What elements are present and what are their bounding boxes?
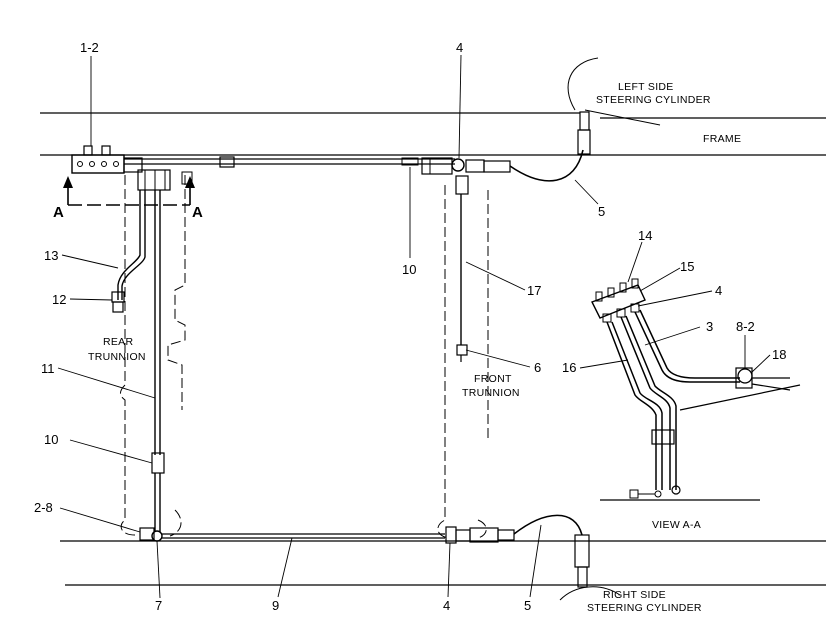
callout-16: 16 <box>562 360 576 375</box>
caption-front-trunnion-1: FRONT <box>474 373 512 385</box>
section-label-a-right: A <box>192 204 203 221</box>
callout-12: 12 <box>52 292 66 307</box>
frame-rails <box>40 57 826 601</box>
callout-1-2: 1-2 <box>80 40 99 55</box>
view-a-a-detail <box>591 278 801 501</box>
up-arrow-icon <box>63 176 73 188</box>
section-marker-a-a: A A <box>53 176 203 221</box>
callout-3: 3 <box>706 319 713 334</box>
callout-13: 13 <box>44 248 58 263</box>
callout-18: 18 <box>772 347 786 362</box>
callout-4-bottom: 4 <box>443 598 450 613</box>
callout-14: 14 <box>638 228 652 243</box>
callout-9: 9 <box>272 598 279 613</box>
caption-view-a-a: VIEW A-A <box>652 519 701 531</box>
callout-2-8: 2-8 <box>34 500 53 515</box>
grease-manifold-block <box>71 145 193 191</box>
callout-4-view: 4 <box>715 283 722 298</box>
caption-rear-trunnion-1: REAR <box>103 336 133 348</box>
callout-17: 17 <box>527 283 541 298</box>
callout-15: 15 <box>680 259 694 274</box>
caption-left-cylinder-2: STEERING CYLINDER <box>596 94 711 106</box>
up-arrow-icon <box>185 176 195 188</box>
caption-right-cylinder-1: RIGHT SIDE <box>603 589 666 601</box>
callout-8-2: 8-2 <box>736 319 755 334</box>
callout-11: 11 <box>41 361 55 376</box>
caption-rear-trunnion-2: TRUNNION <box>88 351 146 363</box>
front-trunnion-outline <box>437 185 489 539</box>
callout-4-top: 4 <box>456 40 463 55</box>
callout-6: 6 <box>534 360 541 375</box>
caption-frame: FRAME <box>703 133 741 145</box>
callouts: 1-2 4 5 10 17 6 13 12 11 10 2-8 7 9 4 5 … <box>34 40 786 613</box>
leader-lines <box>57 54 771 599</box>
caption-front-trunnion-2: TRUNNION <box>462 387 520 399</box>
callout-7: 7 <box>155 598 162 613</box>
section-label-a-left: A <box>53 204 64 221</box>
callout-10-left: 10 <box>44 432 58 447</box>
callout-5-top: 5 <box>598 204 605 219</box>
caption-right-cylinder-2: STEERING CYLINDER <box>587 602 702 614</box>
callout-5-bottom: 5 <box>524 598 531 613</box>
captions: LEFT SIDE STEERING CYLINDER FRAME REAR T… <box>88 81 741 614</box>
callout-10-mid: 10 <box>402 262 416 277</box>
grease-lines <box>111 111 591 588</box>
caption-left-cylinder-1: LEFT SIDE <box>618 81 674 93</box>
